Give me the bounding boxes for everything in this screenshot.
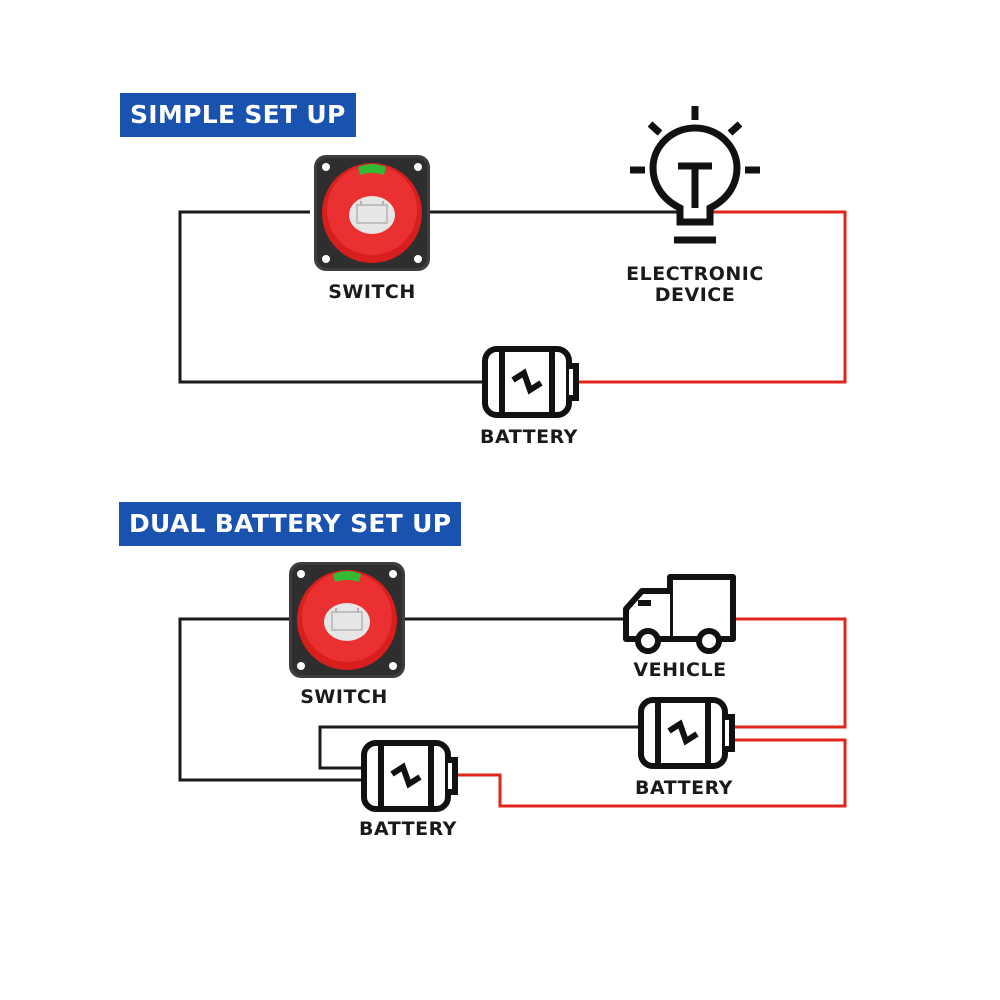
simple-negative-wire-switch (178, 210, 485, 384)
dual-negative-wire-switch-to-battery1 (178, 617, 362, 782)
dual-negative-wire-battery2-to-battery1 (318, 725, 640, 770)
simple-setup-banner: SIMPLE SET UP (120, 93, 356, 137)
dual-positive-wire-vehicle-to-battery2 (733, 617, 847, 729)
truck-icon (623, 574, 736, 654)
dual-switch-icon (288, 561, 406, 679)
dual-battery1-icon (364, 743, 455, 809)
dual-setup-banner: DUAL BATTERY SET UP (119, 502, 462, 546)
device-label-line1: ELECTRONIC (626, 263, 764, 285)
dual-battery1-label: BATTERY (359, 818, 457, 840)
light-bulb-icon (630, 106, 760, 244)
simple-switch-icon (313, 154, 431, 272)
simple-battery-label: BATTERY (480, 426, 578, 448)
simple-switch-label: SWITCH (328, 281, 416, 303)
vehicle-label: VEHICLE (633, 659, 727, 681)
dual-battery2-label: BATTERY (635, 777, 733, 799)
simple-positive-wire (576, 210, 847, 384)
dual-positive-wire-battery1-to-battery2 (456, 738, 847, 808)
dual-battery2-icon (641, 700, 732, 766)
device-label-line2: DEVICE (654, 284, 736, 306)
dual-switch-label: SWITCH (300, 686, 388, 708)
simple-battery-icon (485, 349, 576, 415)
